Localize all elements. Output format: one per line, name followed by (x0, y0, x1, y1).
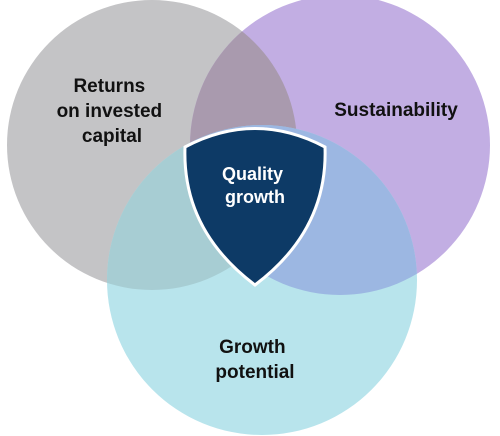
quality-growth-line2: growth (225, 187, 285, 207)
returns-label-line2: on invested (57, 101, 163, 122)
sustainability-label: Sustainability (334, 100, 458, 121)
returns-label: Returns on invested capital (57, 76, 168, 147)
quality-growth-line1: Quality (222, 164, 283, 184)
returns-label-line1: Returns (73, 76, 145, 97)
quality-growth-shield (183, 127, 327, 287)
growth-label-line2: potential (215, 362, 294, 383)
growth-label-line1: Growth (219, 337, 286, 358)
growth-label: Growth potential (215, 337, 294, 383)
returns-label-line3: capital (82, 126, 142, 147)
quality-growth-label: Quality growth (222, 164, 288, 207)
sustainability-label-line1: Sustainability (334, 100, 458, 121)
